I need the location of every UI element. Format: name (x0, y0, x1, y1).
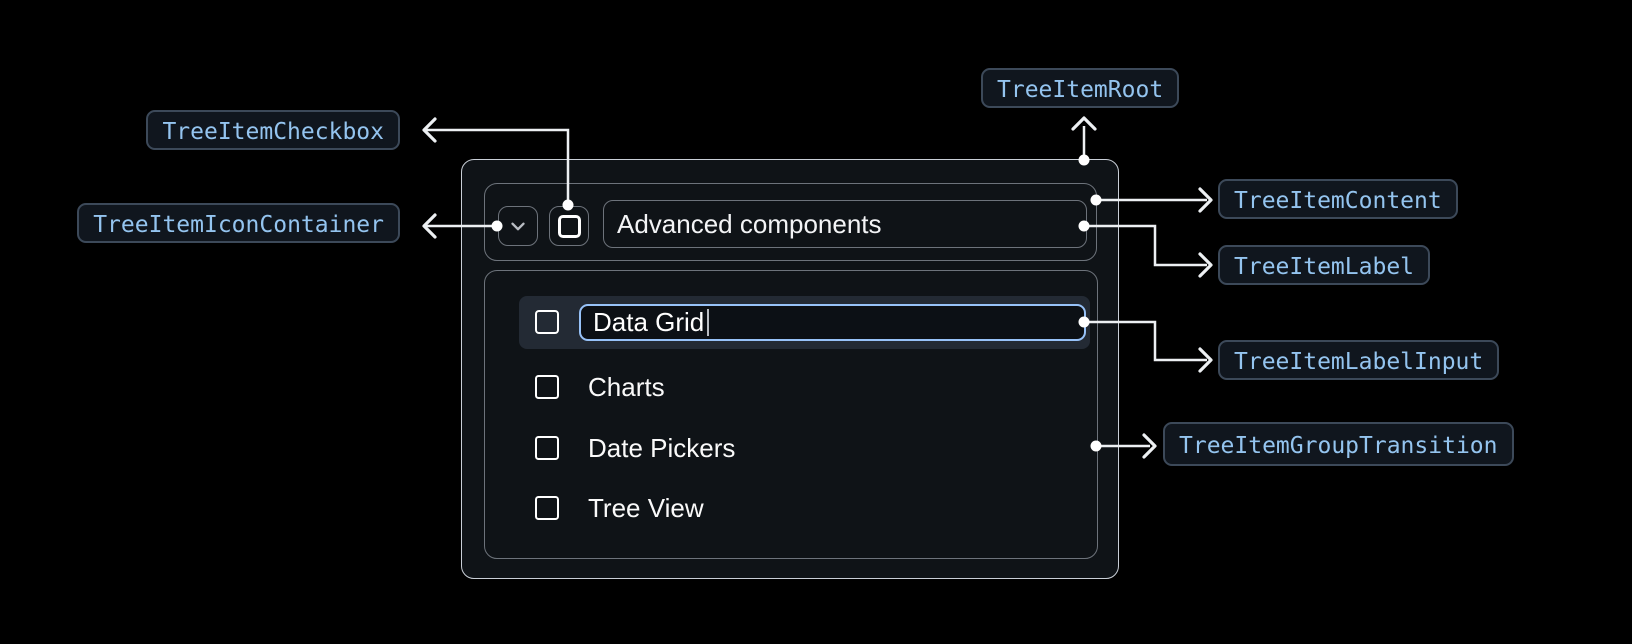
badge-tree-item-group-transition: TreeItemGroupTransition (1163, 422, 1514, 466)
tree-item-label: Tree View (588, 492, 704, 523)
tree-item-row[interactable]: Charts (535, 371, 665, 402)
arrowhead-left-icon-container (422, 213, 437, 239)
checkbox-icon (557, 214, 581, 238)
tree-item-row-editing[interactable]: Data Grid (519, 296, 1090, 349)
tree-item-label-input[interactable]: Data Grid (579, 304, 1086, 341)
badge-tree-item-checkbox: TreeItemCheckbox (146, 110, 400, 150)
checkbox-icon[interactable] (535, 375, 559, 399)
checkbox-icon[interactable] (535, 496, 559, 520)
chevron-down-icon (511, 222, 525, 231)
tree-item-label: Charts (588, 371, 665, 402)
tree-item-row[interactable]: Date Pickers (535, 432, 736, 463)
arrowhead-right-label (1198, 252, 1213, 278)
tree-item-label: Advanced components (603, 200, 1087, 248)
arrowhead-left-checkbox (422, 117, 437, 143)
tree-item-row[interactable]: Tree View (535, 492, 704, 523)
badge-tree-item-label: TreeItemLabel (1218, 245, 1431, 285)
tree-item-label: Date Pickers (588, 432, 736, 463)
arrowhead-right-group-transition (1142, 433, 1157, 459)
tree-item-group-transition: Data Grid Charts Date Pickers Tree View (484, 270, 1098, 559)
arrowhead-right-content (1198, 187, 1213, 213)
badge-tree-item-icon-container: TreeItemIconContainer (77, 203, 400, 243)
label-input-value: Data Grid (593, 307, 705, 337)
checkbox-icon[interactable] (535, 436, 559, 460)
tree-item-root: Advanced components Data Grid Charts Dat… (461, 159, 1119, 579)
text-cursor (707, 309, 710, 336)
badge-tree-item-content: TreeItemContent (1218, 179, 1458, 219)
arrowhead-up-root (1071, 116, 1097, 131)
badge-tree-item-label-input: TreeItemLabelInput (1218, 340, 1500, 380)
checkbox-icon[interactable] (535, 310, 559, 334)
tree-item-content[interactable]: Advanced components (484, 183, 1097, 261)
tree-item-icon-container[interactable] (498, 206, 538, 246)
tree-item-checkbox[interactable] (549, 206, 589, 246)
arrowhead-right-label-input (1198, 347, 1213, 373)
badge-tree-item-root: TreeItemRoot (981, 68, 1180, 108)
parent-label-text: Advanced components (617, 208, 882, 239)
